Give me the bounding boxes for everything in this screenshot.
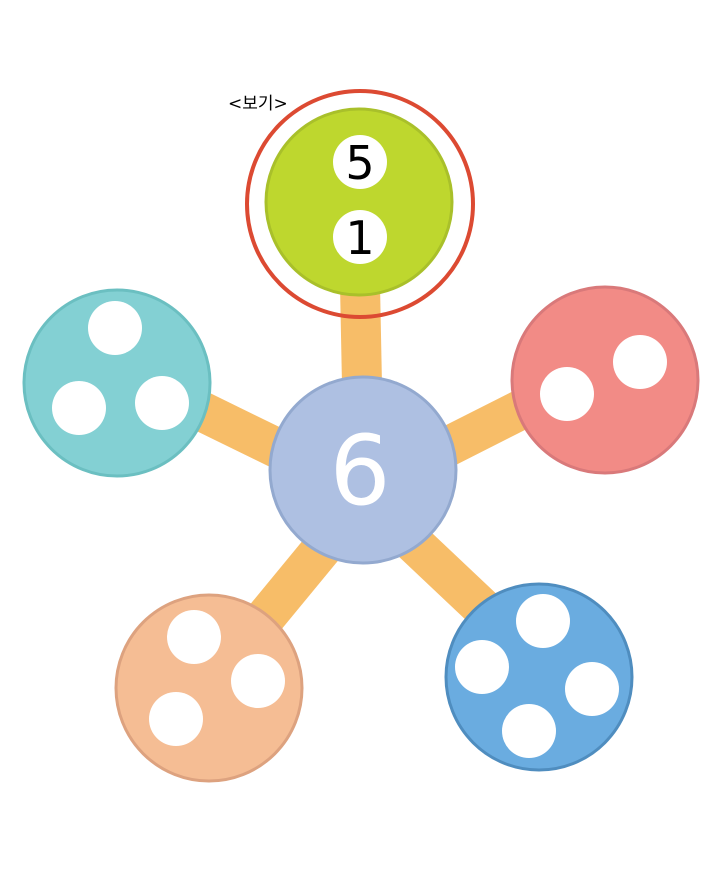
blank-slot [135, 376, 189, 430]
example-label: <보기> [228, 94, 288, 114]
connector-top [340, 284, 382, 386]
blank-slot [88, 301, 142, 355]
blank-slot [231, 654, 285, 708]
connector-left [186, 390, 294, 470]
center-number: 6 [329, 415, 390, 527]
blank-slot [52, 381, 106, 435]
blank-slot [516, 594, 570, 648]
blank-slot [455, 640, 509, 694]
blank-slot [613, 335, 667, 389]
example-number-top: 5 [345, 136, 374, 190]
example-slot-bottom [333, 210, 387, 264]
connector-right [435, 387, 540, 466]
blank-slot [167, 610, 221, 664]
blank-slot [502, 704, 556, 758]
blank-slot [540, 367, 594, 421]
petal-circle-blue [444, 582, 634, 772]
example-circle [264, 107, 454, 297]
example-number-bottom: 1 [345, 211, 374, 265]
center-circle [268, 375, 458, 565]
petals [22, 285, 700, 783]
petal-circle-pink [510, 285, 700, 475]
highlight-ring [245, 89, 475, 319]
blank-slot [149, 692, 203, 746]
blank-slot [565, 662, 619, 716]
example-slot-top [333, 135, 387, 189]
